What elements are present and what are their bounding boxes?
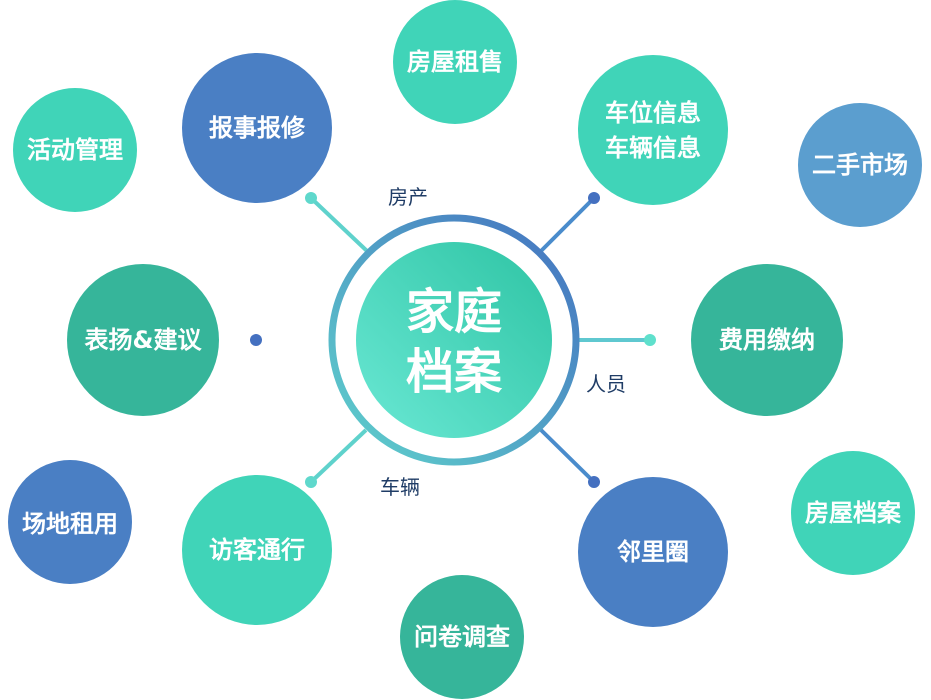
- node-label: 房屋租售: [407, 48, 503, 76]
- node-label: 访客通行: [209, 536, 305, 564]
- node-parking-vehicle-info[interactable]: 车位信息 车辆信息: [578, 55, 728, 205]
- connectors: [250, 192, 656, 488]
- node-label: 问卷调查: [414, 623, 510, 651]
- node-house-archive[interactable]: 房屋档案: [791, 451, 915, 575]
- node-activity-mgmt[interactable]: 活动管理: [13, 88, 137, 212]
- node-fee-payment[interactable]: 费用缴纳: [691, 264, 843, 416]
- node-second-hand[interactable]: 二手市场: [798, 103, 922, 227]
- node-label: 表扬&建议: [85, 326, 203, 354]
- node-label-line1: 车位信息: [605, 99, 701, 127]
- connector-se: [539, 428, 596, 484]
- connector-dot-w: [250, 334, 262, 346]
- center-title-line1: 家庭: [406, 284, 502, 340]
- center-circle: [356, 242, 552, 438]
- connector-dot-se: [588, 476, 600, 488]
- node-label-line2: 车辆信息: [605, 134, 701, 162]
- connector-ne: [539, 196, 596, 253]
- center-ring: [328, 214, 580, 466]
- connector-sw: [309, 428, 368, 484]
- connector-dot-sw: [305, 476, 317, 488]
- node-house-rent-sale[interactable]: 房屋租售: [393, 0, 517, 124]
- connector-dot-nw: [305, 192, 317, 204]
- node-label: 报事报修: [209, 114, 306, 142]
- node-label: 活动管理: [27, 136, 123, 164]
- branch-label-property: 房产: [388, 185, 428, 209]
- branch-label-people: 人员: [586, 372, 626, 396]
- node-report-repair[interactable]: 报事报修: [182, 53, 332, 203]
- center-title-line2: 档案: [406, 344, 503, 400]
- node-label: 费用缴纳: [719, 326, 815, 354]
- connector-dot-ne: [588, 192, 600, 204]
- node-venue-rental[interactable]: 场地租用: [8, 460, 132, 584]
- connector-dot-e: [644, 334, 656, 346]
- node-label: 二手市场: [812, 151, 908, 179]
- node-survey[interactable]: 问卷调查: [400, 575, 524, 699]
- connector-nw: [309, 196, 369, 253]
- node-praise-suggest[interactable]: 表扬&建议: [67, 264, 219, 416]
- node-visitor-access[interactable]: 访客通行: [182, 475, 332, 625]
- node-label: 场地租用: [22, 510, 118, 538]
- node-label: 邻里圈: [617, 538, 689, 566]
- node-neighborhood[interactable]: 邻里圈: [578, 477, 728, 627]
- branch-label-vehicle: 车辆: [380, 475, 420, 499]
- node-label: 房屋档案: [805, 499, 902, 527]
- center-hub: 家庭 档案: [328, 214, 580, 466]
